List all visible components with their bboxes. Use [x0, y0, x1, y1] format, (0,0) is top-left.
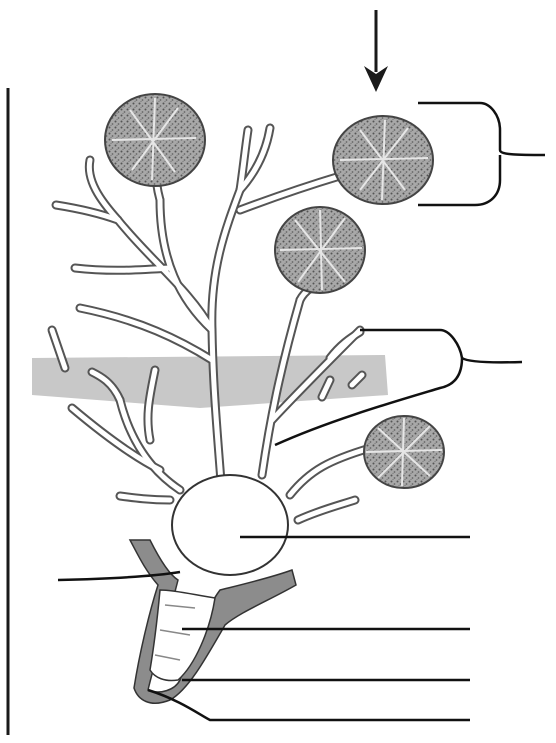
round-structure-4: [364, 416, 444, 488]
round-structure-2: [333, 116, 433, 204]
round-structure-3: [275, 207, 365, 293]
bracket-pointer: [418, 103, 545, 205]
pointer-lines: [58, 103, 545, 720]
central-bulb: [172, 475, 288, 575]
round-structure-1: [105, 94, 205, 186]
tip-pointer: [148, 690, 470, 720]
down-arrow-icon: [364, 10, 388, 92]
